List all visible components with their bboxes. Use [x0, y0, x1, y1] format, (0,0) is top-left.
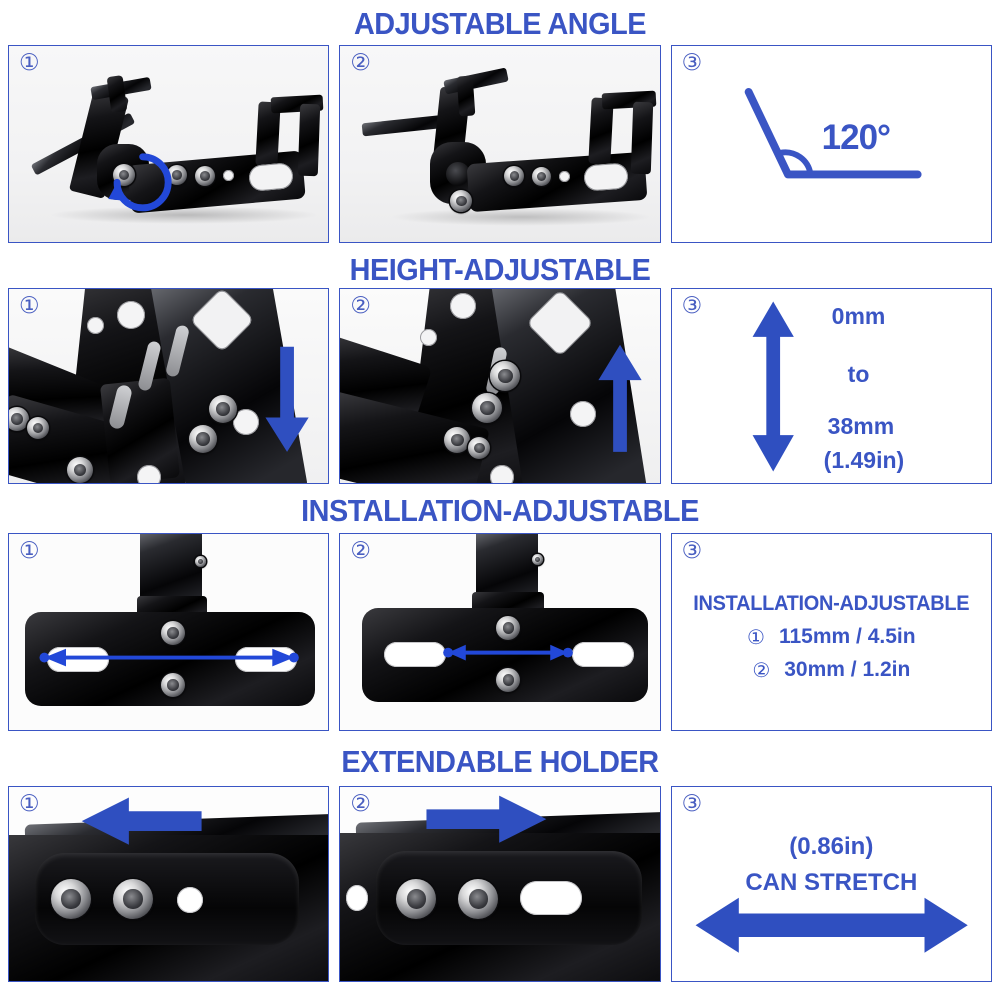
- spec-row-value: 30mm / 1.2in: [784, 658, 911, 681]
- product-photo-height-step2: [340, 289, 660, 483]
- panel-row: ① ②: [8, 786, 992, 982]
- panel-badge: ①: [19, 538, 40, 564]
- section-title: INSTALLATION-ADJUSTABLE: [301, 493, 699, 528]
- panel-badge: ①: [19, 791, 40, 817]
- panel-row: ①: [8, 45, 992, 243]
- section-extendable-holder: EXTENDABLE HOLDER ① ②: [0, 738, 1000, 1000]
- height-max-inch-label: (1.49in): [823, 447, 905, 473]
- panel-badge: ②: [350, 538, 371, 564]
- panel-badge: ③: [681, 538, 703, 564]
- panel-install-specs: ③ INSTALLATION-ADJUSTABLE ① 115mm / 4.5i…: [670, 533, 992, 731]
- panel-height-1: ①: [8, 288, 330, 484]
- up-arrow-icon: [598, 344, 642, 452]
- spec-title: INSTALLATION-ADJUSTABLE: [693, 592, 970, 615]
- panel-install-1: ①: [8, 533, 330, 731]
- panel-badge: ②: [350, 293, 371, 319]
- vertical-double-arrow-icon: [752, 301, 794, 472]
- right-arrow-icon: [426, 795, 547, 843]
- product-photo-angle-step2: [340, 46, 660, 242]
- narrow-dimension-arrow-icon: [443, 644, 574, 661]
- product-photo-angle-step1: [9, 46, 329, 242]
- panel-angle-diagram: ③ 120°: [670, 45, 992, 243]
- panel-row: ①: [8, 288, 992, 484]
- section-adjustable-angle: ADJUSTABLE ANGLE ①: [0, 0, 1000, 248]
- panel-badge: ①: [19, 50, 40, 76]
- panel-extend-1: ①: [8, 786, 330, 982]
- panel-extend-stretch: ③ (0.86in) CAN STRETCH: [670, 786, 992, 982]
- spec-row-number: ①: [747, 625, 765, 649]
- section-installation-adjustable: INSTALLATION-ADJUSTABLE ①: [0, 488, 1000, 738]
- horizontal-double-arrow-icon: [695, 897, 968, 953]
- panel-install-2: ②: [339, 533, 661, 731]
- wide-dimension-arrow-icon: [39, 648, 299, 667]
- section-height-adjustable: HEIGHT-ADJUSTABLE ①: [0, 248, 1000, 488]
- product-photo-extend-extended: [340, 787, 660, 981]
- panel-badge: ③: [681, 50, 703, 76]
- product-photo-install-narrow: [340, 534, 660, 730]
- panel-angle-2: ②: [339, 45, 661, 243]
- product-photo-height-step1: [9, 289, 329, 483]
- product-photo-install-wide: [9, 534, 329, 730]
- panel-badge: ②: [350, 791, 371, 817]
- left-arrow-icon: [81, 797, 202, 845]
- height-max-label: 38mm: [827, 413, 895, 439]
- section-title: HEIGHT-ADJUSTABLE: [349, 252, 651, 287]
- spec-row: ① 115mm / 4.5in: [747, 625, 916, 649]
- panel-extend-2: ②: [339, 786, 661, 982]
- panel-badge: ③: [681, 791, 703, 817]
- product-photo-extend-retracted: [9, 787, 329, 981]
- rotation-arrow-icon: [108, 153, 172, 212]
- stretch-caption-label: CAN STRETCH: [745, 869, 918, 896]
- panel-row: ①: [8, 533, 992, 731]
- panel-badge: ②: [350, 50, 371, 76]
- spec-row-value: 115mm / 4.5in: [778, 625, 916, 648]
- spec-row-number: ②: [752, 658, 771, 682]
- angle-value-label: 120°: [821, 118, 891, 157]
- down-arrow-icon: [265, 346, 309, 452]
- panel-badge: ③: [681, 293, 703, 319]
- section-title: ADJUSTABLE ANGLE: [353, 6, 647, 41]
- panel-height-2: ②: [339, 288, 661, 484]
- angle-120-diagram-icon: [744, 87, 922, 179]
- panel-height-range: ③ 0mm to 38mm (1.49in): [670, 288, 992, 484]
- height-min-label: 0mm: [831, 303, 886, 329]
- section-title: EXTENDABLE HOLDER: [341, 744, 659, 779]
- stretch-distance-label: (0.86in): [789, 833, 874, 860]
- spec-row: ② 30mm / 1.2in: [752, 658, 910, 682]
- height-to-label: to: [847, 361, 870, 387]
- panel-badge: ①: [19, 293, 40, 319]
- panel-angle-1: ①: [8, 45, 330, 243]
